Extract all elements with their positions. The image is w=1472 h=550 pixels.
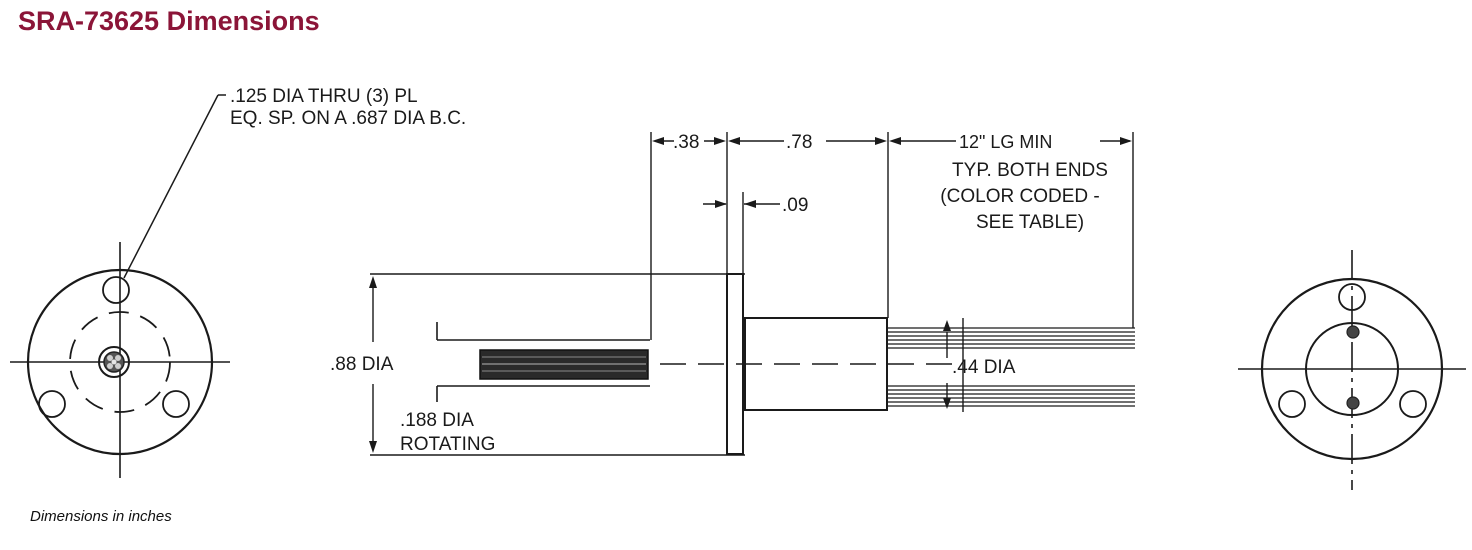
- mounting-hole: [1278, 390, 1306, 418]
- body-dia-label: .88 DIA: [330, 354, 394, 375]
- mounting-hole: [162, 390, 190, 418]
- lead-exit-lower: [1346, 396, 1360, 410]
- mounting-hole: [38, 390, 66, 418]
- shaft-dia-label-line1: .188 DIA: [400, 410, 474, 431]
- mounting-hole: [102, 276, 130, 304]
- rear-leads-lower: [887, 385, 1135, 407]
- leads-callout-line2: TYP. BOTH ENDS: [952, 160, 1108, 181]
- bolt-circle: [69, 311, 171, 413]
- page-title: SRA-73625 Dimensions: [18, 6, 320, 36]
- dim-label-09: .09: [782, 195, 808, 216]
- holes-callout-line2: EQ. SP. ON A .687 DIA B.C.: [230, 108, 466, 129]
- side-view: [369, 132, 1135, 456]
- rear-housing-outline: [1305, 322, 1399, 416]
- front-flange-outline: [26, 268, 214, 456]
- holes-callout-line1: .125 DIA THRU (3) PL: [230, 86, 418, 107]
- rear-end-view: [1238, 250, 1466, 490]
- shaft-bundle: [98, 346, 130, 378]
- leads-callout-line3: (COLOR CODED -: [940, 186, 1099, 207]
- mounting-hole: [1338, 283, 1366, 311]
- rear-dia-label: .44 DIA: [952, 357, 1016, 378]
- lead-exit-upper: [1346, 325, 1360, 339]
- holes-leader: [123, 94, 219, 279]
- rear-leads-upper: [887, 327, 1135, 349]
- rear-flange-outline: [1260, 277, 1444, 461]
- mounting-hole: [1399, 390, 1427, 418]
- leads-callout-line4: SEE TABLE): [976, 212, 1084, 233]
- front-end-view: [10, 94, 230, 478]
- dim-label-38: .38: [673, 132, 699, 153]
- shaft-dia-label-line2: ROTATING: [400, 434, 495, 455]
- leads-callout-line1: 12" LG MIN: [959, 132, 1052, 152]
- dim-label-78: .78: [786, 132, 812, 153]
- units-caption: Dimensions in inches: [30, 508, 172, 525]
